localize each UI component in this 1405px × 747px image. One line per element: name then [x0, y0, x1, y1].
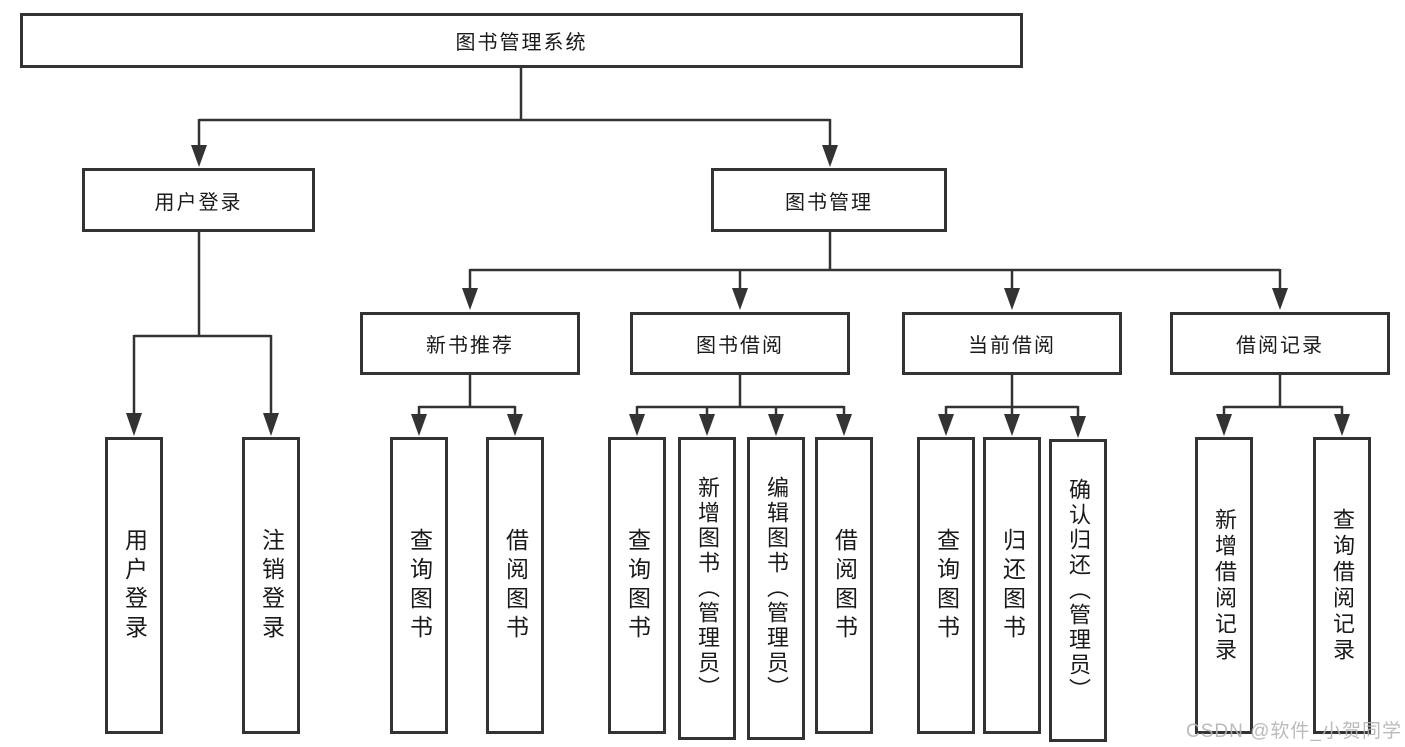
leaf-user-login: 用户登录	[105, 437, 163, 734]
node-library-system: 图书管理系统	[20, 13, 1023, 68]
leaf-newbook-query-books: 查询图书	[390, 437, 448, 734]
leaf-record-add-borrow-record: 新增借阅记录	[1195, 437, 1253, 734]
connector-book-management-children	[468, 231, 1282, 290]
leaf-current-return-books: 归还图书	[983, 437, 1041, 734]
arrowheads-book-borrow-children	[629, 414, 852, 436]
connector-current-borrow-children	[944, 375, 1080, 417]
leaf-record-query-borrow-record: 查询借阅记录	[1313, 437, 1371, 734]
node-new-book-recommend: 新书推荐	[360, 312, 580, 375]
arrowheads-level2	[191, 145, 838, 167]
connector-borrow-record-children	[1222, 375, 1344, 415]
leaf-logout: 注销登录	[242, 437, 300, 734]
arrowheads-new-book-children	[411, 414, 523, 436]
leaf-borrowing-edit-books-admin: 编辑图书（管理员）	[747, 437, 805, 740]
node-book-borrowing: 图书借阅	[630, 312, 850, 375]
node-user-login: 用户登录	[82, 168, 315, 232]
node-book-management: 图书管理	[711, 168, 947, 232]
leaf-borrowing-query-books: 查询图书	[608, 437, 666, 734]
connector-book-borrow-children	[635, 375, 846, 415]
leaf-borrowing-add-books-admin: 新增图书（管理员）	[678, 437, 736, 740]
arrowheads-borrow-record-children	[1216, 414, 1350, 436]
connector-root-to-level2	[197, 67, 832, 147]
node-borrowing-records: 借阅记录	[1170, 312, 1390, 375]
csdn-watermark: CSDN @软件_小贺同学	[1186, 721, 1402, 742]
leaf-borrowing-borrow-books: 借阅图书	[815, 437, 873, 734]
arrowheads-current-borrow-children	[938, 414, 1086, 438]
connector-new-book-children	[417, 375, 517, 415]
leaf-newbook-borrow-books: 借阅图书	[486, 437, 544, 734]
arrowheads-book-management-children	[462, 288, 1288, 310]
node-current-borrowing: 当前借阅	[902, 312, 1122, 375]
leaf-current-query-books: 查询图书	[917, 437, 975, 734]
connector-user-login-children	[132, 231, 273, 414]
arrowheads-user-login-children	[126, 413, 279, 436]
leaf-current-confirm-return-admin: 确认归还（管理员）	[1049, 439, 1107, 742]
